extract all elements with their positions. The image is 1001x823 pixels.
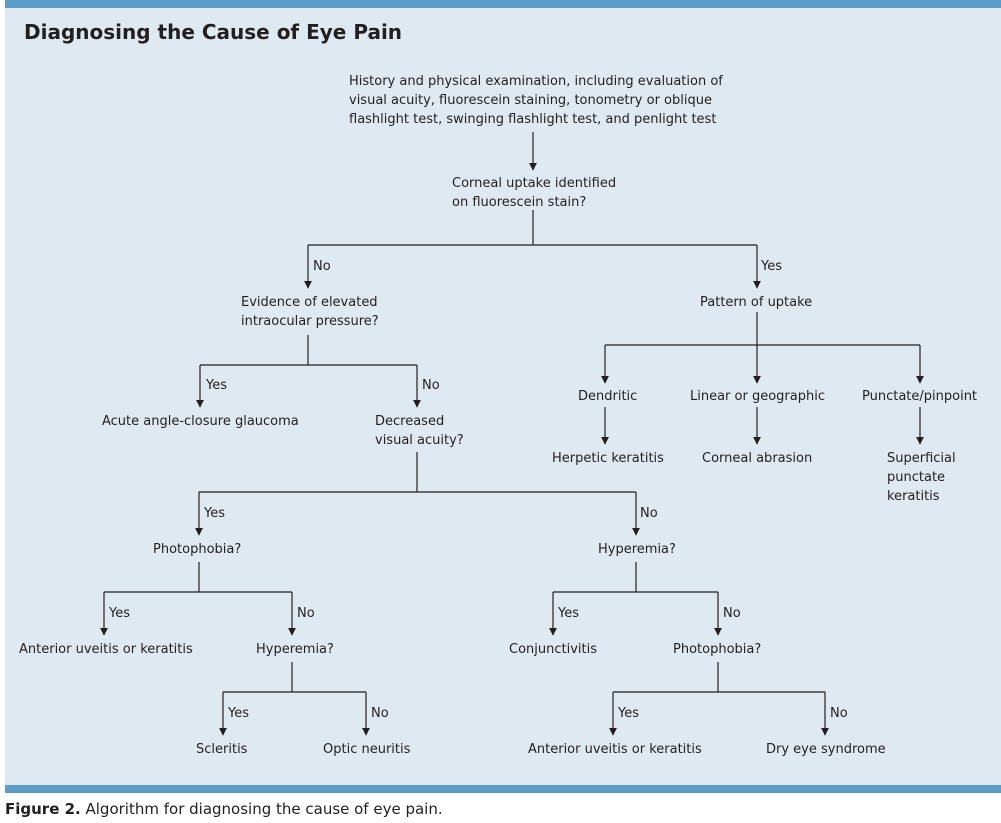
node-decreased-va-line-2: visual acuity? bbox=[375, 433, 464, 448]
node-dendritic: Dendritic bbox=[578, 389, 638, 404]
figure-caption: Figure 2. Algorithm for diagnosing the c… bbox=[5, 800, 443, 818]
branch-label-yes: Yes bbox=[558, 606, 579, 621]
branch-label-no: No bbox=[830, 706, 848, 721]
branch-label-no: No bbox=[640, 506, 658, 521]
diagram-panel bbox=[5, 0, 1001, 793]
top-rule bbox=[5, 0, 1001, 8]
node-elevated-iop-line-2: intraocular pressure? bbox=[241, 314, 379, 329]
node-scleritis: Scleritis bbox=[196, 742, 248, 757]
node-uveitis-b: Anterior uveitis or keratitis bbox=[528, 742, 702, 757]
node-photophobia-b: Photophobia? bbox=[673, 642, 762, 657]
node-glaucoma: Acute angle-closure glaucoma bbox=[102, 414, 299, 429]
branch-label-yes: Yes bbox=[109, 606, 130, 621]
branch-label-no: No bbox=[371, 706, 389, 721]
node-corneal-abrasion: Corneal abrasion bbox=[702, 451, 813, 466]
node-herpetic-keratitis: Herpetic keratitis bbox=[552, 451, 664, 466]
node-superficial-punctate-keratitis: Superficial punctate keratitis bbox=[887, 449, 956, 506]
branch-label-yes: Yes bbox=[618, 706, 639, 721]
node-linear-geographic: Linear or geographic bbox=[690, 389, 825, 404]
branch-label-yes: Yes bbox=[204, 506, 225, 521]
node-elevated-iop: Evidence of elevated intraocular pressur… bbox=[241, 293, 379, 331]
node-decreased-va: Decreased visual acuity? bbox=[375, 412, 464, 450]
diagram-title: Diagnosing the Cause of Eye Pain bbox=[24, 20, 403, 44]
branch-label-no: No bbox=[313, 259, 331, 274]
node-start-line-3: flashlight test, swinging flashlight tes… bbox=[349, 112, 717, 127]
node-pattern-of-uptake: Pattern of uptake bbox=[700, 295, 813, 310]
node-elevated-iop-line-1: Evidence of elevated bbox=[241, 295, 378, 310]
node-superficial-line-3: keratitis bbox=[887, 489, 940, 504]
branch-label-no: No bbox=[723, 606, 741, 621]
node-decreased-va-line-1: Decreased bbox=[375, 414, 445, 429]
node-superficial-line-2: punctate bbox=[887, 470, 946, 485]
node-photophobia-a: Photophobia? bbox=[153, 542, 242, 557]
branch-label-no: No bbox=[422, 378, 440, 393]
node-optic-neuritis: Optic neuritis bbox=[323, 742, 411, 757]
node-hyperemia-b: Hyperemia? bbox=[256, 642, 334, 657]
node-conjunctivitis: Conjunctivitis bbox=[509, 642, 598, 657]
node-start-line-1: History and physical examination, includ… bbox=[349, 74, 723, 89]
node-punctate: Punctate/pinpoint bbox=[862, 389, 978, 404]
branch-label-no: No bbox=[297, 606, 315, 621]
node-dry-eye: Dry eye syndrome bbox=[766, 742, 886, 757]
node-corneal-line-1: Corneal uptake identified bbox=[452, 176, 617, 191]
node-superficial-line-1: Superficial bbox=[887, 451, 956, 466]
node-corneal-uptake: Corneal uptake identified on fluorescein… bbox=[452, 174, 616, 212]
figure-caption-text: Algorithm for diagnosing the cause of ey… bbox=[80, 800, 443, 818]
node-corneal-line-2: on fluorescein stain? bbox=[452, 195, 587, 210]
branch-label-yes: Yes bbox=[761, 259, 782, 274]
bottom-rule bbox=[5, 785, 1001, 793]
node-hyperemia-a: Hyperemia? bbox=[598, 542, 676, 557]
node-uveitis-a: Anterior uveitis or keratitis bbox=[19, 642, 193, 657]
figure-caption-label: Figure 2. bbox=[5, 800, 81, 818]
branch-label-yes: Yes bbox=[206, 378, 227, 393]
node-start-line-2: visual acuity, fluorescein staining, ton… bbox=[349, 93, 712, 108]
node-start: History and physical examination, includ… bbox=[349, 72, 723, 129]
branch-label-yes: Yes bbox=[228, 706, 249, 721]
